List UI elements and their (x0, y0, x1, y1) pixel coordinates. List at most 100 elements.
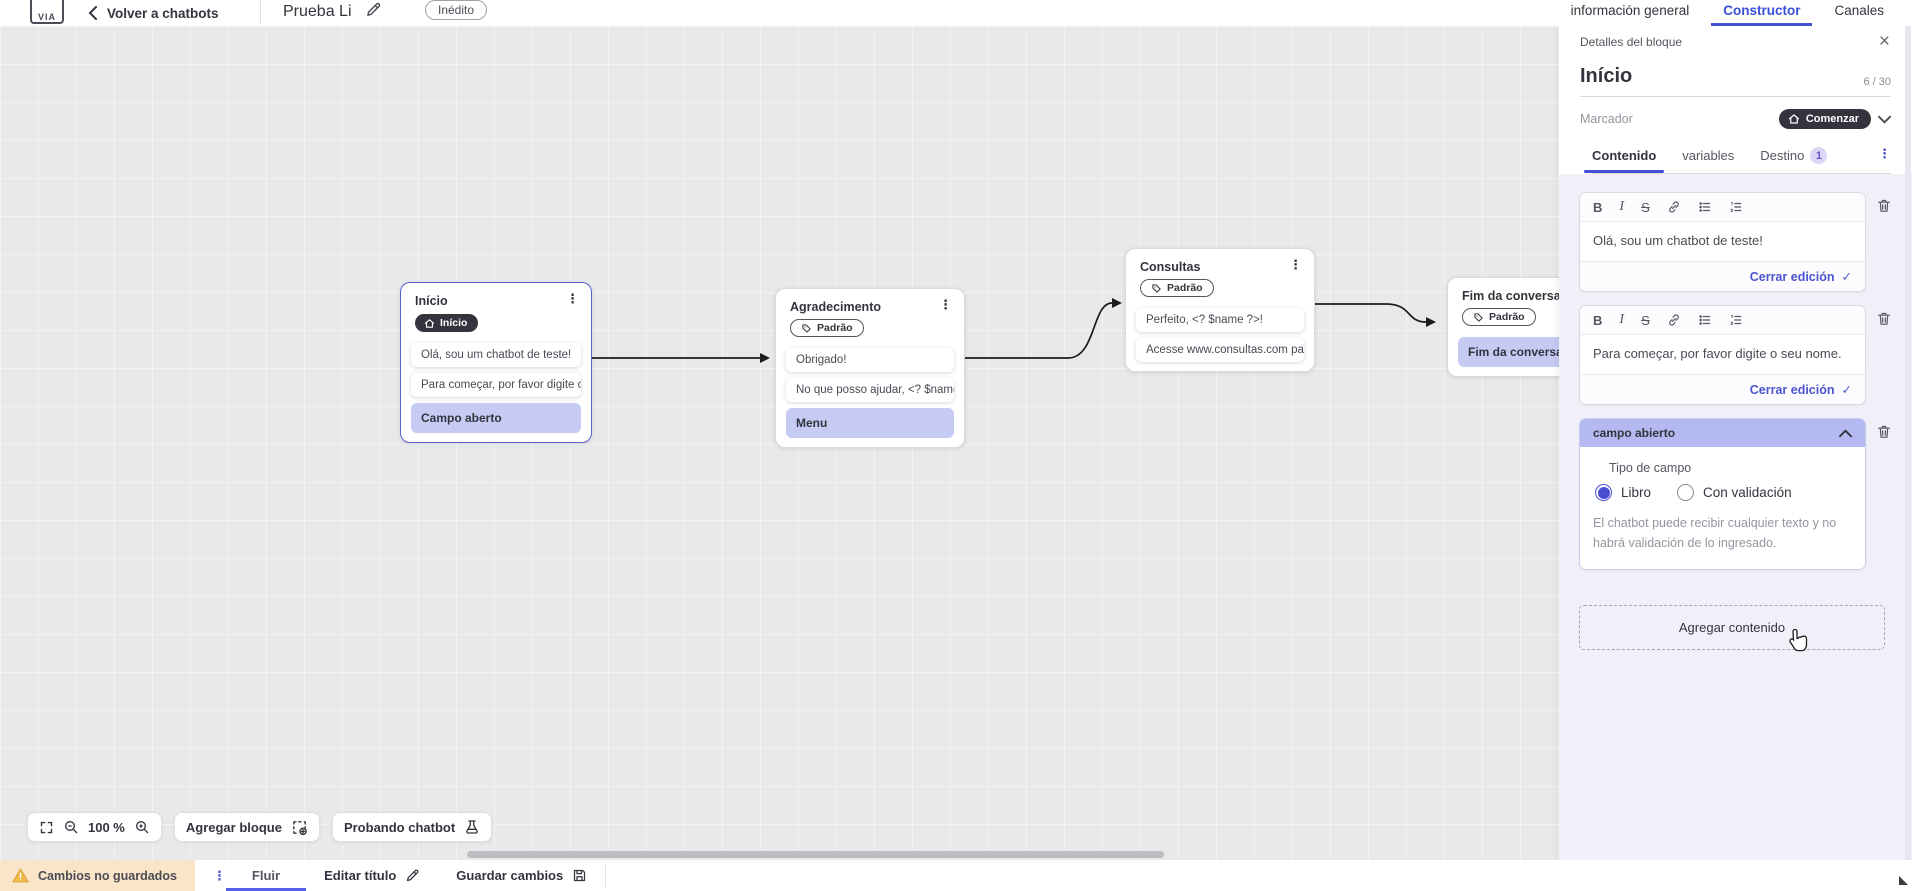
radio-option-libro[interactable]: Libro (1595, 484, 1652, 502)
tag-icon (802, 323, 811, 333)
node-menu-item[interactable]: Menu (786, 408, 954, 438)
node-message-item[interactable]: Perfeito, <? $name ?>! (1136, 308, 1304, 332)
node-menu-icon[interactable]: ⋮ (566, 291, 579, 306)
bullet-list-icon[interactable] (1698, 313, 1712, 327)
tab-informacion-general[interactable]: información general (1570, 3, 1690, 18)
node-message-item[interactable]: Obrigado! (786, 348, 954, 372)
tab-label: Contenido (1592, 148, 1657, 163)
zoom-out-icon[interactable] (63, 819, 79, 835)
node-title: Início (415, 294, 448, 308)
edit-chatbot-title-button[interactable] (365, 1, 382, 18)
node-menu-icon[interactable]: ⋮ (1289, 257, 1302, 272)
tab-variables[interactable]: variables (1682, 144, 1734, 172)
open-field-title: campo abierto (1593, 426, 1676, 441)
delete-content-button[interactable] (1876, 197, 1892, 214)
node-message-item[interactable]: No que posso ajudar, <? $name ... (786, 378, 954, 402)
chatbot-title: Prueba Li (283, 3, 352, 20)
message-text-input[interactable]: Olá, sou um chatbot de teste! (1580, 222, 1865, 262)
delete-content-button[interactable] (1876, 310, 1892, 327)
check-icon: ✓ (1841, 383, 1852, 398)
italic-icon[interactable]: I (1619, 199, 1625, 214)
main-tabs: información general Constructor Canales (1571, 0, 1884, 26)
back-to-chatbots-button[interactable]: Volver a chatbots (88, 0, 219, 26)
open-field-card: campo abierto Tipo de campo Libro (1579, 418, 1866, 571)
bullet-list-icon[interactable] (1698, 200, 1712, 214)
open-field-header[interactable]: campo abierto (1580, 419, 1865, 448)
tab-label: variables (1682, 148, 1735, 163)
flow-menu-icon[interactable]: ⋮ (212, 867, 226, 883)
close-edit-button[interactable]: Cerrar edición✓ (1750, 382, 1852, 398)
tab-fluir[interactable]: Fluir (225, 860, 307, 891)
italic-icon[interactable]: I (1619, 312, 1625, 328)
panel-menu-icon[interactable]: ⋮ (1878, 146, 1891, 161)
tag-icon (1152, 283, 1161, 293)
tab-canales[interactable]: Canales (1834, 3, 1884, 18)
close-edit-label: Cerrar edición (1749, 269, 1835, 284)
node-message-item[interactable]: Olá, sou um chatbot de teste! (411, 343, 581, 367)
node-open-field-item[interactable]: Campo aberto (411, 403, 581, 433)
node-title: Fim da conversa (1462, 289, 1561, 303)
tab-destino[interactable]: Destino 1 (1760, 143, 1828, 173)
fullscreen-icon[interactable] (39, 820, 54, 835)
numbered-list-icon[interactable] (1729, 313, 1743, 327)
node-title: Agradecimento (790, 300, 881, 314)
zoom-controls: 100 % (27, 812, 162, 842)
tab-label: Destino (1760, 148, 1805, 163)
message-editor: B I S Olá, sou um chatbot de teste! Cerr… (1579, 192, 1866, 293)
warning-label: Cambios no guardados (38, 868, 177, 883)
message-text-input[interactable]: Para começar, por favor digite o seu nom… (1580, 335, 1865, 375)
home-icon (424, 318, 435, 328)
strikethrough-icon[interactable]: S (1641, 199, 1650, 215)
chevron-down-icon[interactable] (1878, 115, 1891, 124)
trash-icon (1878, 426, 1890, 439)
bold-icon[interactable]: B (1593, 312, 1603, 328)
topbar-divider (260, 0, 261, 24)
link-icon[interactable] (1667, 200, 1681, 214)
message-editor: B I S Para começar, por favor digite o s… (1579, 305, 1866, 406)
block-name-input[interactable]: Início (1580, 65, 1633, 87)
strikethrough-icon[interactable]: S (1641, 312, 1650, 328)
trash-icon (1878, 313, 1890, 325)
save-label: Guardar cambios (456, 868, 564, 883)
horizontal-scrollbar[interactable] (467, 851, 1164, 858)
editor-toolbar: B I S (1580, 306, 1865, 336)
node-consultas[interactable]: Consultas ⋮ Padrão Perfeito, <? $name ?>… (1125, 248, 1315, 372)
add-block-label: Agregar bloque (185, 819, 282, 835)
tab-contenido[interactable]: Contenido (1583, 144, 1665, 173)
close-edit-button[interactable]: Cerrar edición ✓ (1749, 269, 1852, 285)
delete-content-button[interactable] (1876, 423, 1892, 440)
vertical-scrollbar[interactable] (1905, 26, 1911, 876)
app-logo-icon[interactable]: VIA (30, 0, 64, 24)
add-content-button[interactable]: Agregar contenido (1579, 605, 1885, 651)
destino-count-badge: 1 (1810, 147, 1828, 164)
radio-label: Libro (1621, 485, 1652, 501)
flow-tab-label: Fluir (251, 868, 281, 883)
radio-selected-icon[interactable] (1595, 484, 1612, 502)
chevron-up-icon[interactable] (1839, 429, 1852, 438)
edit-flow-title-button[interactable]: Editar título (306, 860, 438, 891)
numbered-list-icon[interactable] (1729, 200, 1743, 214)
radio-option-con-validacion[interactable]: Con validación (1677, 484, 1792, 502)
node-agradecimento[interactable]: Agradecimento ⋮ Padrão Obrigado! No que … (775, 288, 965, 448)
bold-icon[interactable]: B (1593, 199, 1603, 215)
link-icon[interactable] (1667, 313, 1681, 327)
close-panel-button[interactable]: × (1878, 31, 1890, 52)
tab-constructor[interactable]: Constructor (1711, 0, 1813, 26)
tag-icon (1474, 312, 1483, 322)
bottombar: Cambios no guardados ⋮ Fluir Editar títu… (0, 860, 1912, 891)
chevron-left-icon (88, 6, 97, 20)
node-menu-icon[interactable]: ⋮ (939, 297, 952, 312)
badge-label: Início (440, 317, 468, 329)
node-message-item[interactable]: Acesse www.consultas.com par... (1136, 338, 1304, 362)
panel-tabs: Contenido variables Destino 1 ⋮ (1583, 143, 1891, 174)
node-message-item[interactable]: Para começar, por favor digite o ... (411, 373, 581, 397)
save-changes-button[interactable]: Guardar cambios (438, 860, 605, 891)
marker-label: Marcador (1580, 112, 1633, 126)
zoom-in-icon[interactable] (134, 819, 150, 835)
test-chatbot-button[interactable]: Probando chatbot (331, 812, 493, 842)
marker-value-pill[interactable]: Comenzar (1778, 109, 1871, 129)
add-block-button[interactable]: Agregar bloque (173, 812, 320, 842)
radio-unselected-icon[interactable] (1677, 484, 1695, 502)
check-icon: ✓ (1841, 270, 1852, 285)
node-inicio[interactable]: Início ⋮ Início Olá, sou um chatbot de t… (400, 282, 592, 443)
